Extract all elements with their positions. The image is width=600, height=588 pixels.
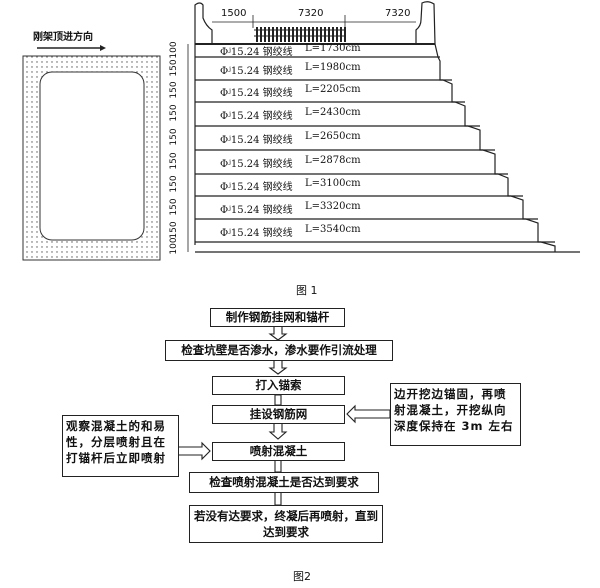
direction-label: 刚架顶进方向 [33,32,93,43]
strand-length-label: L=2878cm [305,155,361,166]
strand-length-label: L=3100cm [305,178,361,189]
track-tie [308,27,310,42]
track-tie [296,27,298,42]
strand-type-label: Φʲ15.24 钢绞线 [220,204,293,216]
figure1-caption: 图 1 [296,284,318,297]
track-tie [284,27,286,42]
strand-type-label: Φʲ15.24 钢绞线 [220,227,293,239]
track-tie [276,27,278,42]
track-tie [320,27,322,42]
right-arrow-icon [177,441,211,461]
strand-length-label: L=3320cm [305,200,361,212]
down-arrow-icon [274,394,282,406]
track-tie [316,27,318,42]
flow-step-2: 检查坑壁是否渗水，渗水要作引流处理 [165,340,393,361]
track-tie [272,27,274,42]
track-tie [324,27,326,42]
figure1-drawing [22,1,580,261]
track-tie [312,27,314,42]
box-frame-section [22,55,161,261]
strand-type-label: Φʲ15.24 钢绞线 [220,159,293,170]
layer-lines [195,43,580,253]
direction-arrow-icon [37,45,106,51]
track-tie [260,27,262,42]
track-tie [288,27,290,42]
strand-type-label: Φʲ15.24 钢绞线 [220,88,293,99]
track-tie [304,27,306,42]
layer-height-label: 150 [169,58,179,77]
track-tie [300,27,302,42]
track-ties [254,27,346,42]
strand-type-label: Φʲ15.24 钢绞线 [220,135,293,146]
down-arrow-icon [268,422,288,440]
track-tie [336,27,338,42]
layer-height-label: 150 [169,104,179,122]
flow-step-5: 喷射混凝土 [212,442,345,461]
flow-step-4: 挂设钢筋网 [212,405,345,424]
track-tie [292,27,294,42]
figure2-caption: 图2 [293,570,311,583]
down-arrow-icon [268,359,288,375]
layer-height-label: 150 [169,152,179,170]
strand-type-label: Φʲ15.24 钢绞线 [220,111,293,122]
layer-height-label: 150 [169,128,179,146]
layer-height-label: 100 [169,40,179,59]
strand-type-label: Φʲ15.24 钢绞线 [220,182,293,193]
track-tie [344,27,346,42]
left-arrow-icon [346,404,391,424]
flow-step-1: 制作钢筋挂网和锚杆 [210,308,345,327]
strand-type-label: Φʲ15.24 钢绞线 [220,46,293,58]
flow-step-3: 打入锚索 [212,376,345,395]
strand-length-label: L=2430cm [305,107,361,118]
layer-height-label: 150 [169,197,179,216]
track-tie [264,27,266,42]
strand-length-label: L=1730cm [305,42,361,54]
down-arrow-icon [274,459,282,473]
track-tie [256,27,258,42]
down-arrow-icon [268,325,288,341]
track-tie [332,27,334,42]
strand-length-label: L=1980cm [305,61,361,73]
track-tie [268,27,270,42]
note-left: 观察混凝土的和易性，分层喷射且在打锚杆后立即喷射 [62,415,179,477]
strand-type-label: Φʲ15.24 钢绞线 [220,65,293,77]
flowchart-arrows [177,325,391,506]
strand-length-label: L=2205cm [305,84,361,95]
note-right: 边开挖边锚固，再喷射混凝土，开挖纵向深度保持在 3m 左右 [390,383,521,446]
dimension-7320-b: 7320 [385,8,411,19]
flow-step-7: 若没有达要求，终凝后再喷射，直到达到要求 [189,505,383,543]
strand-length-label: L=2650cm [305,131,361,142]
dimension-7320-a: 7320 [298,8,324,19]
track-tie [328,27,330,42]
strand-length-label: L=3540cm [305,223,361,235]
track-tie [340,27,342,42]
double-arrow-icon [274,491,282,506]
dimension-1500: 1500 [221,8,247,19]
layer-height-label: 150 [169,175,179,193]
layer-height-label: 150 [169,81,179,99]
layer-height-label: 100 [169,237,179,255]
track-tie [280,27,282,42]
flow-step-6: 检查喷射混凝土是否达到要求 [189,472,379,493]
